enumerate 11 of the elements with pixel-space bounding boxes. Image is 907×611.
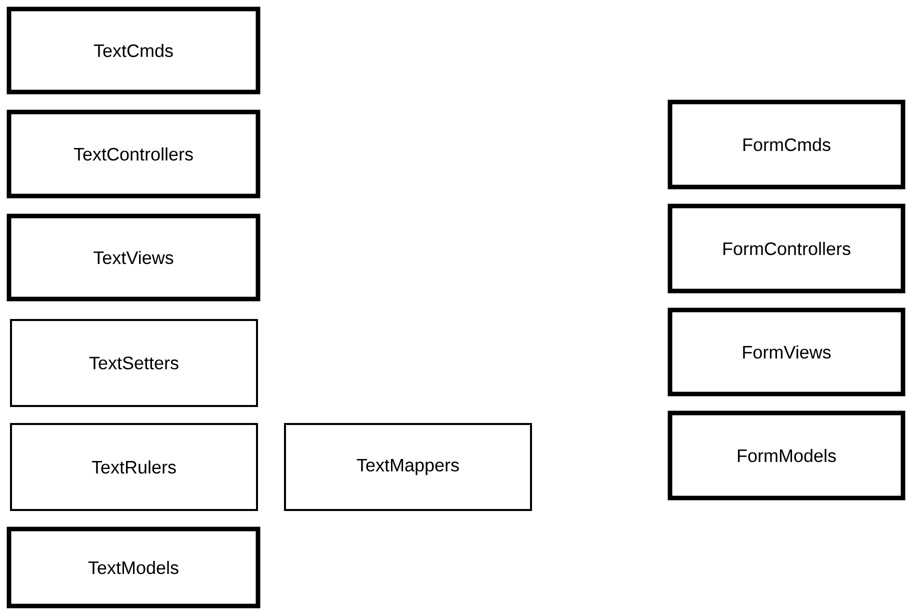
module-box: FormModels (668, 410, 906, 500)
module-box: TextMappers (284, 423, 532, 511)
module-box: TextModels (6, 526, 260, 608)
module-box: TextSetters (10, 319, 258, 407)
module-box: TextRulers (10, 423, 258, 511)
module-box: TextControllers (6, 110, 260, 198)
module-box: FormViews (668, 308, 906, 396)
module-box: FormCmds (668, 100, 906, 190)
module-box: TextCmds (6, 6, 260, 94)
module-box: TextViews (6, 214, 260, 302)
module-box: FormControllers (668, 204, 906, 294)
